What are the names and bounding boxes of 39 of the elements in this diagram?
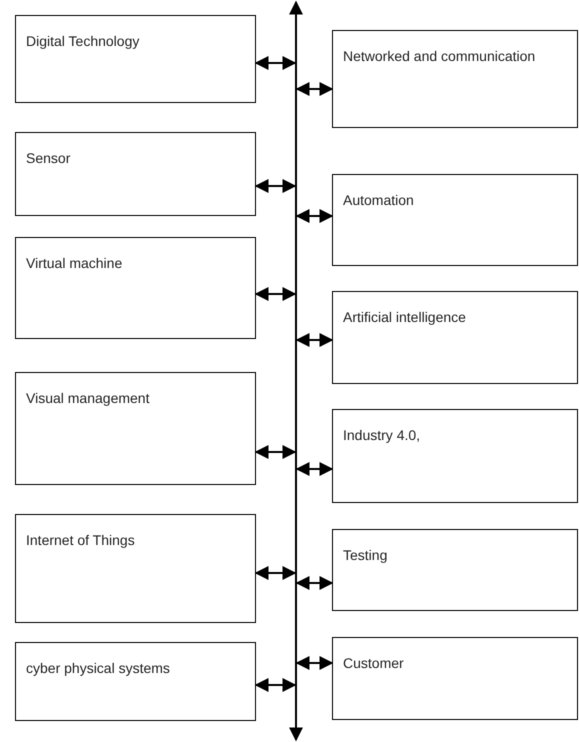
double-arrow — [296, 82, 334, 96]
text-box — [332, 30, 578, 128]
box-label: cyber physical systems — [26, 659, 171, 678]
box-label: Testing — [343, 546, 388, 565]
text-box — [15, 237, 256, 339]
box-label: Internet of Things — [26, 531, 136, 550]
double-arrow — [296, 333, 334, 347]
text-box — [332, 174, 578, 266]
double-arrow — [254, 287, 296, 301]
box-label: Visual management — [26, 389, 150, 408]
arrow — [289, 0, 303, 45]
double-arrow — [254, 678, 296, 692]
double-arrow — [296, 209, 334, 223]
box-label: Virtual machine — [26, 254, 124, 273]
text-box — [332, 291, 578, 384]
text-box — [332, 409, 578, 503]
box-label: Networked and communication — [343, 47, 536, 66]
box-label: Automation — [343, 191, 415, 210]
box-label: Digital Technology — [26, 32, 140, 51]
double-arrow — [254, 56, 296, 70]
box-label: Customer — [343, 654, 405, 673]
box-label: Industry 4.0, — [343, 426, 422, 445]
arrow — [289, 697, 303, 742]
double-arrow — [254, 566, 296, 580]
text-box — [332, 637, 578, 720]
text-box — [15, 15, 256, 103]
text-box — [15, 514, 256, 623]
text-box — [332, 529, 578, 611]
double-arrow — [296, 576, 334, 590]
text-box — [15, 132, 256, 216]
box-label: Artificial intelligence — [343, 308, 467, 327]
double-arrow — [296, 462, 334, 476]
double-arrow — [296, 656, 334, 670]
text-box — [15, 372, 256, 485]
double-arrow — [254, 445, 296, 459]
double-arrow — [254, 179, 296, 193]
box-label: Sensor — [26, 149, 72, 168]
axis-line — [295, 45, 297, 697]
text-box — [15, 642, 256, 721]
